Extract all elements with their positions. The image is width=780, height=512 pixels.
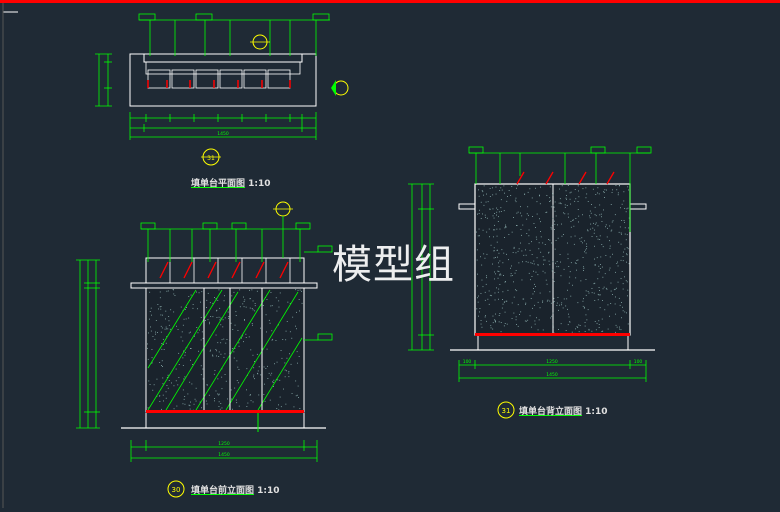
top-border [0, 0, 780, 3]
front-overall-dim: 1450 [218, 452, 230, 458]
back-elevation [408, 146, 655, 419]
back-badge: 31 [502, 407, 511, 415]
back-overall-dim: 1450 [546, 372, 558, 378]
plan-title: 填单台平面图 1:10 [191, 176, 271, 189]
back-scale: 1:10 [585, 407, 608, 417]
front-scale: 1:10 [257, 486, 280, 496]
front-inner-dim: 1250 [218, 441, 230, 447]
plan-view [95, 13, 349, 166]
front-elevation-title: 填单台前立面图 1:10 [191, 483, 280, 496]
back-center-dim: 1250 [546, 359, 558, 365]
plan-overall-dim: 1450 [217, 131, 229, 137]
front-elevation [76, 201, 333, 498]
front-badge: 30 [172, 486, 181, 494]
plan-badge: 31 [207, 155, 215, 162]
back-title-text: 填单台背立面图 [519, 407, 583, 417]
watermark-text: 模型组 [332, 242, 455, 288]
plan-title-text: 填单台平面图 [191, 179, 246, 189]
back-left-dim: 100 [463, 359, 472, 365]
plan-scale: 1:10 [248, 179, 271, 189]
front-title-text: 填单台前立面图 [191, 486, 255, 496]
back-right-dim: 100 [634, 359, 643, 365]
back-elevation-title: 填单台背立面图 1:10 [519, 404, 608, 417]
